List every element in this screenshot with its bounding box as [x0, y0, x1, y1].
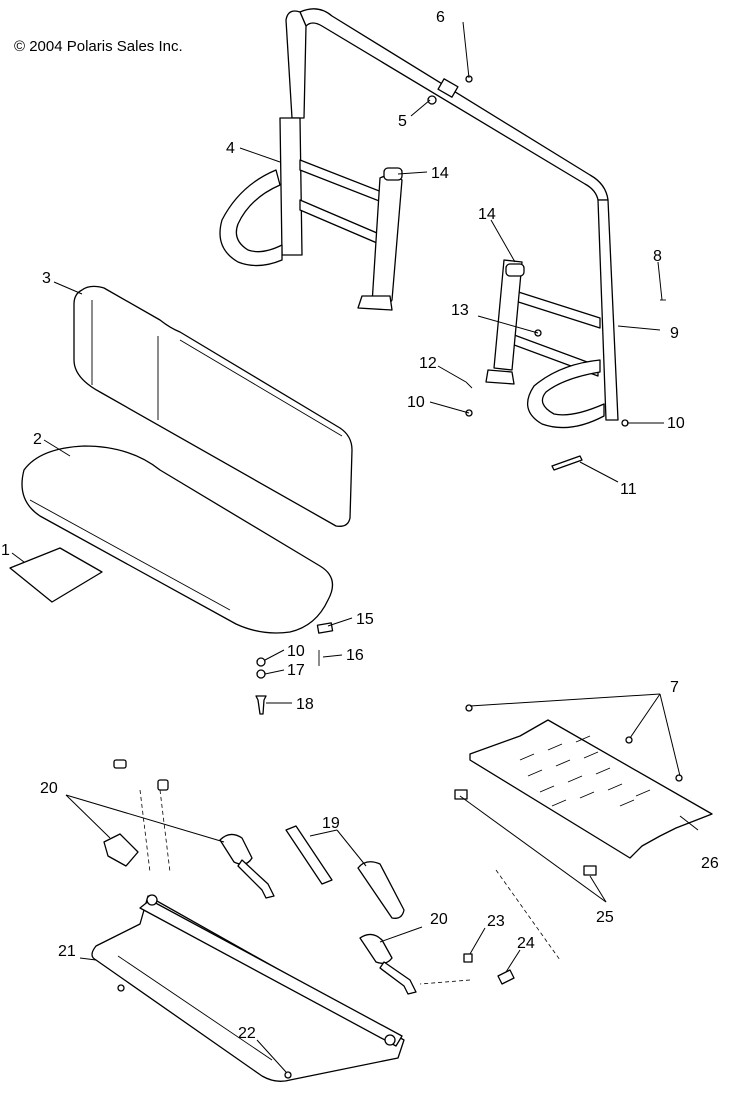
callout-26: 26 [701, 855, 719, 872]
callout-4: 4 [226, 140, 235, 157]
clip [583, 865, 597, 876]
callout-5: 5 [398, 113, 407, 130]
callout-numbers: 6 5 4 14 14 3 8 13 9 12 10 10 11 2 1 15 … [1, 9, 719, 1042]
callout-21: 21 [58, 943, 76, 960]
callout-15: 15 [356, 611, 374, 628]
callout-20-upper: 20 [40, 780, 58, 797]
callout-1: 1 [1, 542, 10, 559]
seat-cushion [21, 445, 334, 634]
seat-hardware [255, 622, 334, 715]
seat-frame [219, 8, 666, 471]
callout-10-right-frame: 10 [407, 394, 425, 411]
callout-18: 18 [296, 696, 314, 713]
seat-back-cushion [73, 285, 353, 527]
callout-24: 24 [517, 935, 535, 952]
leader-lines [11, 21, 699, 1073]
callout-23: 23 [487, 913, 505, 930]
callout-11: 11 [620, 481, 637, 498]
callout-13: 13 [451, 302, 469, 319]
callout-20-lower: 20 [430, 911, 448, 928]
clip [454, 789, 468, 800]
seat-base [91, 894, 405, 1082]
callout-10-far-right: 10 [667, 415, 685, 432]
copyright-text: © 2004 Polaris Sales Inc. [14, 38, 183, 55]
callout-22: 22 [238, 1025, 256, 1042]
callout-17: 17 [287, 662, 305, 679]
label-sheet [9, 547, 103, 603]
callout-2: 2 [33, 431, 42, 448]
callout-3: 3 [42, 270, 51, 287]
callout-25: 25 [596, 909, 614, 926]
callout-6: 6 [436, 9, 445, 26]
callout-16: 16 [346, 647, 364, 664]
callout-14-left: 14 [431, 165, 449, 182]
callout-9: 9 [670, 325, 679, 342]
floor-panel [465, 704, 713, 859]
callout-8: 8 [653, 248, 662, 265]
callout-10-lower: 10 [287, 643, 305, 660]
callout-19: 19 [322, 815, 340, 832]
callout-14-right: 14 [478, 206, 496, 223]
callout-7: 7 [670, 679, 679, 696]
callout-12: 12 [419, 355, 437, 372]
